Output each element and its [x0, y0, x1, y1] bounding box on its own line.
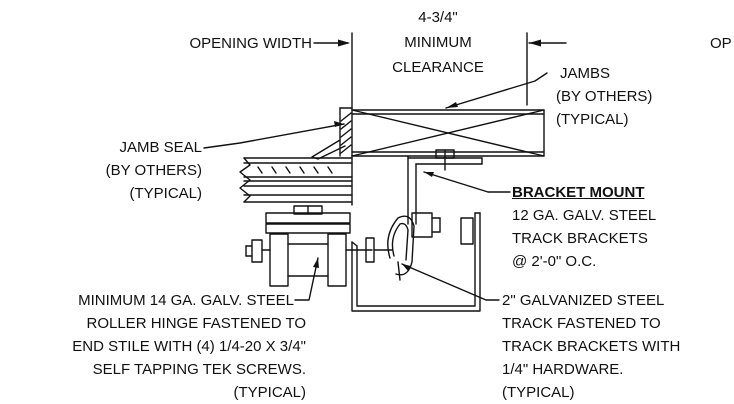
track-label-line4: 1/4" HARDWARE. — [502, 361, 624, 378]
track-roller — [387, 215, 415, 281]
opening-width-label-right: OP — [710, 35, 732, 52]
galvanized-track — [351, 212, 481, 312]
track-label-line3: TRACK BRACKETS WITH — [502, 338, 681, 355]
jamb-block — [351, 109, 545, 157]
clearance-label-line3: CLEARANCE — [392, 59, 484, 76]
jambs-label-line1: JAMBS — [560, 65, 611, 82]
jamb-seal-label-line2: (BY OTHERS) — [105, 162, 202, 179]
roller-hinge-label-line2: ROLLER HINGE FASTENED TO — [86, 315, 307, 332]
leader-lines — [203, 72, 548, 301]
roller-hinge-label-line3: END STILE WITH (4) 1/4-20 X 3/4" — [72, 338, 306, 355]
bracket-mount-line2: TRACK BRACKETS — [512, 230, 648, 247]
jamb-seal-label-line3: (TYPICAL) — [129, 185, 202, 202]
jamb-seal — [311, 107, 353, 160]
bracket-mount-line1: 12 GA. GALV. STEEL — [512, 207, 657, 224]
clearance-label-line1: 4-3/4" — [418, 9, 458, 26]
opening-width-label: OPENING WIDTH — [189, 35, 313, 52]
track-label-line1: 2" GALVANIZED STEEL — [502, 292, 665, 309]
roller-hinge-label-line4: SELF TAPPING TEK SCREWS. — [92, 361, 306, 378]
bracket-mount-title: BRACKET MOUNT — [512, 184, 645, 201]
track-label-line5: (TYPICAL) — [502, 384, 575, 401]
roller-hinge-label-line1: MINIMUM 14 GA. GALV. STEEL — [78, 292, 294, 309]
jambs-label-line3: (TYPICAL) — [556, 111, 629, 128]
clearance-label-line2: MINIMUM — [404, 34, 472, 51]
roller-hinge — [245, 205, 393, 287]
roller-hinge-label-line5: (TYPICAL) — [233, 384, 306, 401]
bracket-mount — [407, 149, 483, 238]
bracket-mount-line3: @ 2'-0" O.C. — [512, 253, 597, 270]
door-panel-section — [239, 155, 353, 206]
jamb-seal-label-line1: JAMB SEAL — [119, 139, 202, 156]
clearance-dimension — [313, 32, 567, 111]
track-label-line2: TRACK FASTENED TO — [502, 315, 661, 332]
jambs-label-line2: (BY OTHERS) — [556, 88, 653, 105]
